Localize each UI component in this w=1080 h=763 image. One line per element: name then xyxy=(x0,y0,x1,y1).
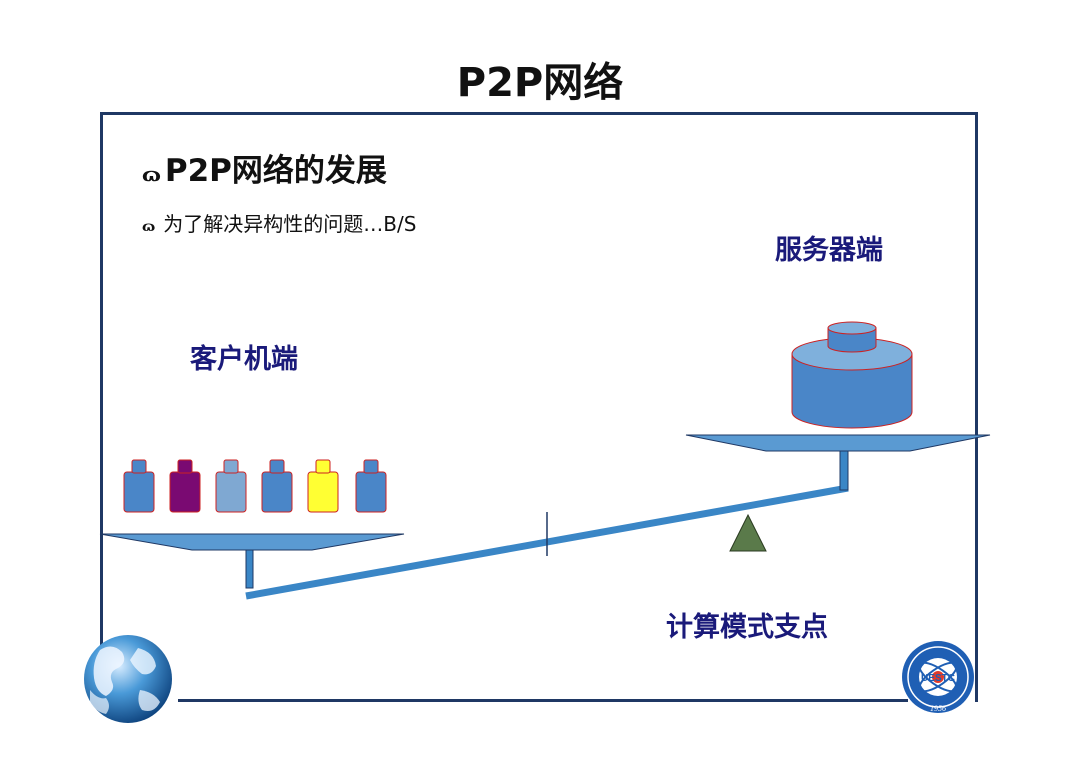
university-seal-logo: UESTC 1956 xyxy=(902,641,974,713)
globe-logo xyxy=(84,635,172,723)
seal-year: 1956 xyxy=(930,704,946,713)
left-pan xyxy=(99,533,405,551)
client-label: 客户机端 xyxy=(190,344,298,375)
pivot-label: 计算模式支点 xyxy=(666,612,828,643)
sub-point: ɷ 为了解决异构性的问题…B/S xyxy=(142,208,416,237)
client-jar-5 xyxy=(307,459,339,513)
client-jar-4 xyxy=(261,459,293,513)
client-jar-3 xyxy=(215,459,247,513)
server-weight xyxy=(791,321,913,429)
server-label: 服务器端 xyxy=(775,235,883,266)
left-pan-post xyxy=(245,547,254,589)
seal-text: UESTC xyxy=(921,673,955,684)
slide-title: P2P网络 xyxy=(456,60,624,106)
pivot-triangle xyxy=(729,513,767,552)
section-heading-text: P2P网络的发展 xyxy=(164,153,387,189)
heading-bullet-icon: ɷ xyxy=(142,162,161,186)
content-frame-bottom-border xyxy=(178,699,908,702)
right-pan xyxy=(685,434,991,452)
content-frame xyxy=(100,112,978,702)
client-jar-2 xyxy=(169,459,201,513)
sub-point-text: 为了解决异构性的问题…B/S xyxy=(163,212,417,236)
subpoint-bullet-icon: ɷ xyxy=(142,219,156,235)
client-jar-6 xyxy=(355,459,387,513)
right-pan-post xyxy=(839,447,849,491)
client-jar-1 xyxy=(123,459,155,513)
